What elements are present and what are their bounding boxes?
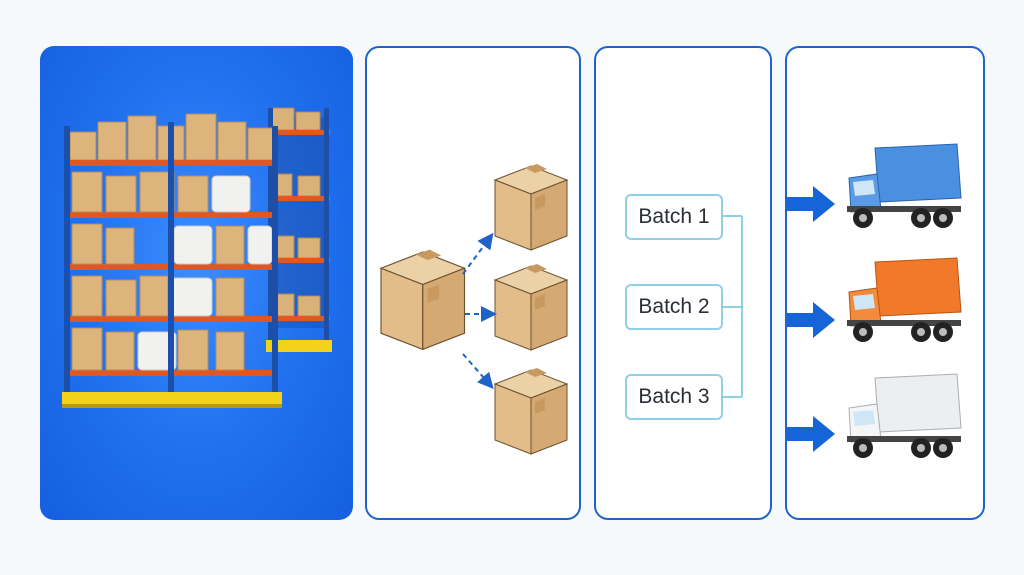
cardboard-box-icon [494, 163, 568, 251]
split-panel [365, 46, 581, 520]
truck-icon [847, 257, 962, 342]
shipping-panel [785, 46, 985, 520]
batch-1-label: Batch 1 [625, 194, 723, 240]
arrow-right-icon [787, 302, 835, 338]
cardboard-box-icon [494, 263, 568, 351]
box-split-diagram [380, 163, 568, 455]
arrow-right-icon [787, 186, 835, 222]
batch-bracket [723, 215, 743, 398]
truck-icon [847, 143, 962, 228]
batch-2-label: Batch 2 [625, 284, 723, 330]
truck-icon [847, 373, 962, 458]
warehouse-rack-icon [62, 107, 332, 408]
arrow-right-icon [787, 416, 835, 452]
warehouse-panel [40, 46, 353, 520]
cardboard-box-icon [494, 367, 568, 455]
dashed-arrow-icon [462, 232, 497, 390]
batch-panel: Batch 1 Batch 2 Batch 3 [594, 46, 772, 520]
cardboard-box-icon [380, 249, 466, 351]
batch-3-label: Batch 3 [625, 374, 723, 420]
